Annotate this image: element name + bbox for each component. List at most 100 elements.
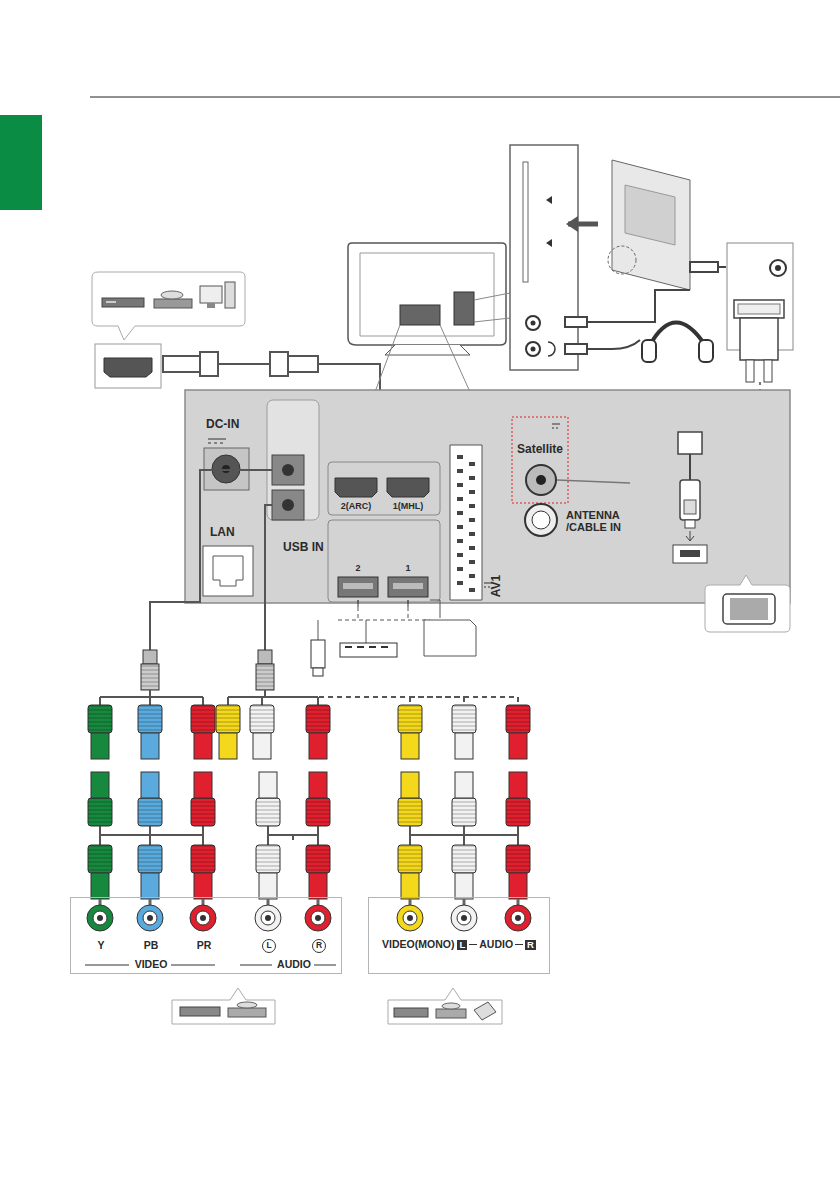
- rear-panel: [203, 546, 253, 596]
- rear-panel: [552, 424, 560, 428]
- rca-plug: [452, 845, 476, 873]
- rca-plug: [309, 733, 327, 759]
- rca-plugs: [100, 825, 203, 845]
- rca-plug: [306, 845, 330, 899]
- side-panel: [523, 162, 528, 282]
- rear-panel: [457, 539, 463, 543]
- side-panel: [548, 342, 555, 356]
- mhl-phone: [685, 520, 695, 528]
- rca-jack: [457, 911, 471, 925]
- rear-panel: [358, 600, 408, 607]
- audio-cables: [565, 344, 587, 354]
- mhl-phone: [730, 598, 768, 620]
- rca-plugs: [268, 825, 318, 845]
- rear-panel: [469, 490, 475, 494]
- usb-devices: [345, 646, 388, 648]
- bracket-lines: [85, 965, 129, 966]
- port-label: AV1: [490, 575, 503, 597]
- rear-panel: [267, 400, 319, 520]
- rca-jack: [505, 899, 531, 931]
- rca-plug: [452, 705, 476, 733]
- rca-jack: [403, 911, 417, 925]
- rca-plug: [401, 873, 419, 899]
- rear-panel: [469, 504, 475, 508]
- mhl-phone: [686, 531, 694, 541]
- rca-plug: [138, 845, 162, 899]
- port-label: USB IN: [283, 541, 324, 554]
- rca-plug: [194, 772, 212, 798]
- av-cables: [150, 470, 272, 650]
- rca-plug: [138, 798, 162, 826]
- rca-jack: [311, 911, 325, 925]
- usb-devices: [311, 600, 476, 676]
- rca-plug: [306, 772, 330, 826]
- header-rule: [90, 97, 840, 98]
- rca-plug: [138, 845, 162, 873]
- rca-jack: [461, 915, 467, 921]
- av-cables: [265, 505, 272, 650]
- rear-panel: [457, 567, 463, 571]
- rca-plug: [88, 845, 112, 873]
- side-panel: [526, 316, 540, 330]
- external-device-box: [746, 360, 754, 382]
- rca-plug: [256, 798, 280, 826]
- rear-panel: [387, 478, 429, 497]
- rear-panel: [272, 455, 304, 485]
- rca-plug: [91, 772, 109, 798]
- rear-panel: [457, 469, 463, 473]
- jack-label: R: [312, 939, 326, 953]
- hdmi-cable: [270, 352, 288, 376]
- composite-device-callout: [394, 1008, 428, 1017]
- rca-plug: [88, 845, 112, 899]
- hdmi-cable: [200, 352, 218, 376]
- component-device-callout: [237, 1002, 257, 1008]
- hdmi-device-callout: [200, 286, 222, 303]
- rca-plug: [398, 798, 422, 826]
- rca-jack: [511, 911, 525, 925]
- rca-plug: [88, 845, 112, 873]
- rca-plug: [506, 845, 530, 873]
- rca-plug: [250, 705, 274, 759]
- rca-plug: [398, 845, 422, 873]
- port-label: 2(ARC): [341, 502, 372, 512]
- port-label: 1: [405, 564, 410, 574]
- rca-plug: [191, 845, 215, 873]
- headphones: [699, 340, 713, 362]
- mhl-phone: [723, 594, 775, 624]
- rca-plug: [398, 705, 422, 759]
- rca-plug: [398, 845, 422, 873]
- rca-plug: [88, 798, 112, 826]
- port-label: 2: [355, 564, 360, 574]
- rear-panel: [185, 390, 790, 603]
- usb-devices: [424, 620, 476, 656]
- rca-plug: [509, 733, 527, 759]
- rca-plug: [88, 772, 112, 826]
- usb-devices: [340, 643, 397, 657]
- jack-label: L: [262, 939, 276, 953]
- bracket-lines: [240, 965, 272, 966]
- rear-panel: [512, 417, 568, 503]
- tv-rear: [375, 325, 470, 392]
- rca-plug: [253, 733, 271, 759]
- port-label: 1(MHL): [393, 502, 424, 512]
- composite-device-callout: [388, 988, 502, 1024]
- rear-panel: [457, 483, 463, 487]
- usb-devices: [366, 620, 367, 643]
- rca-plug: [506, 705, 530, 733]
- rear-panel: [328, 462, 440, 515]
- hdmi-device-callout: [92, 272, 245, 340]
- rear-panel: [450, 445, 482, 600]
- rca-jack: [200, 915, 206, 921]
- side-panel: [531, 347, 536, 352]
- dash-line: [469, 944, 477, 945]
- port-label: DC-IN: [206, 418, 239, 431]
- headphones: [642, 323, 713, 363]
- rca-plug: [91, 873, 109, 899]
- rca-plug: [455, 733, 473, 759]
- tv-rear: [348, 243, 510, 392]
- rca-jack: [255, 905, 281, 931]
- audio-cables: [718, 266, 726, 268]
- rear-panel: [272, 490, 304, 520]
- rca-plug: [509, 873, 527, 899]
- rca-plug: [452, 845, 476, 873]
